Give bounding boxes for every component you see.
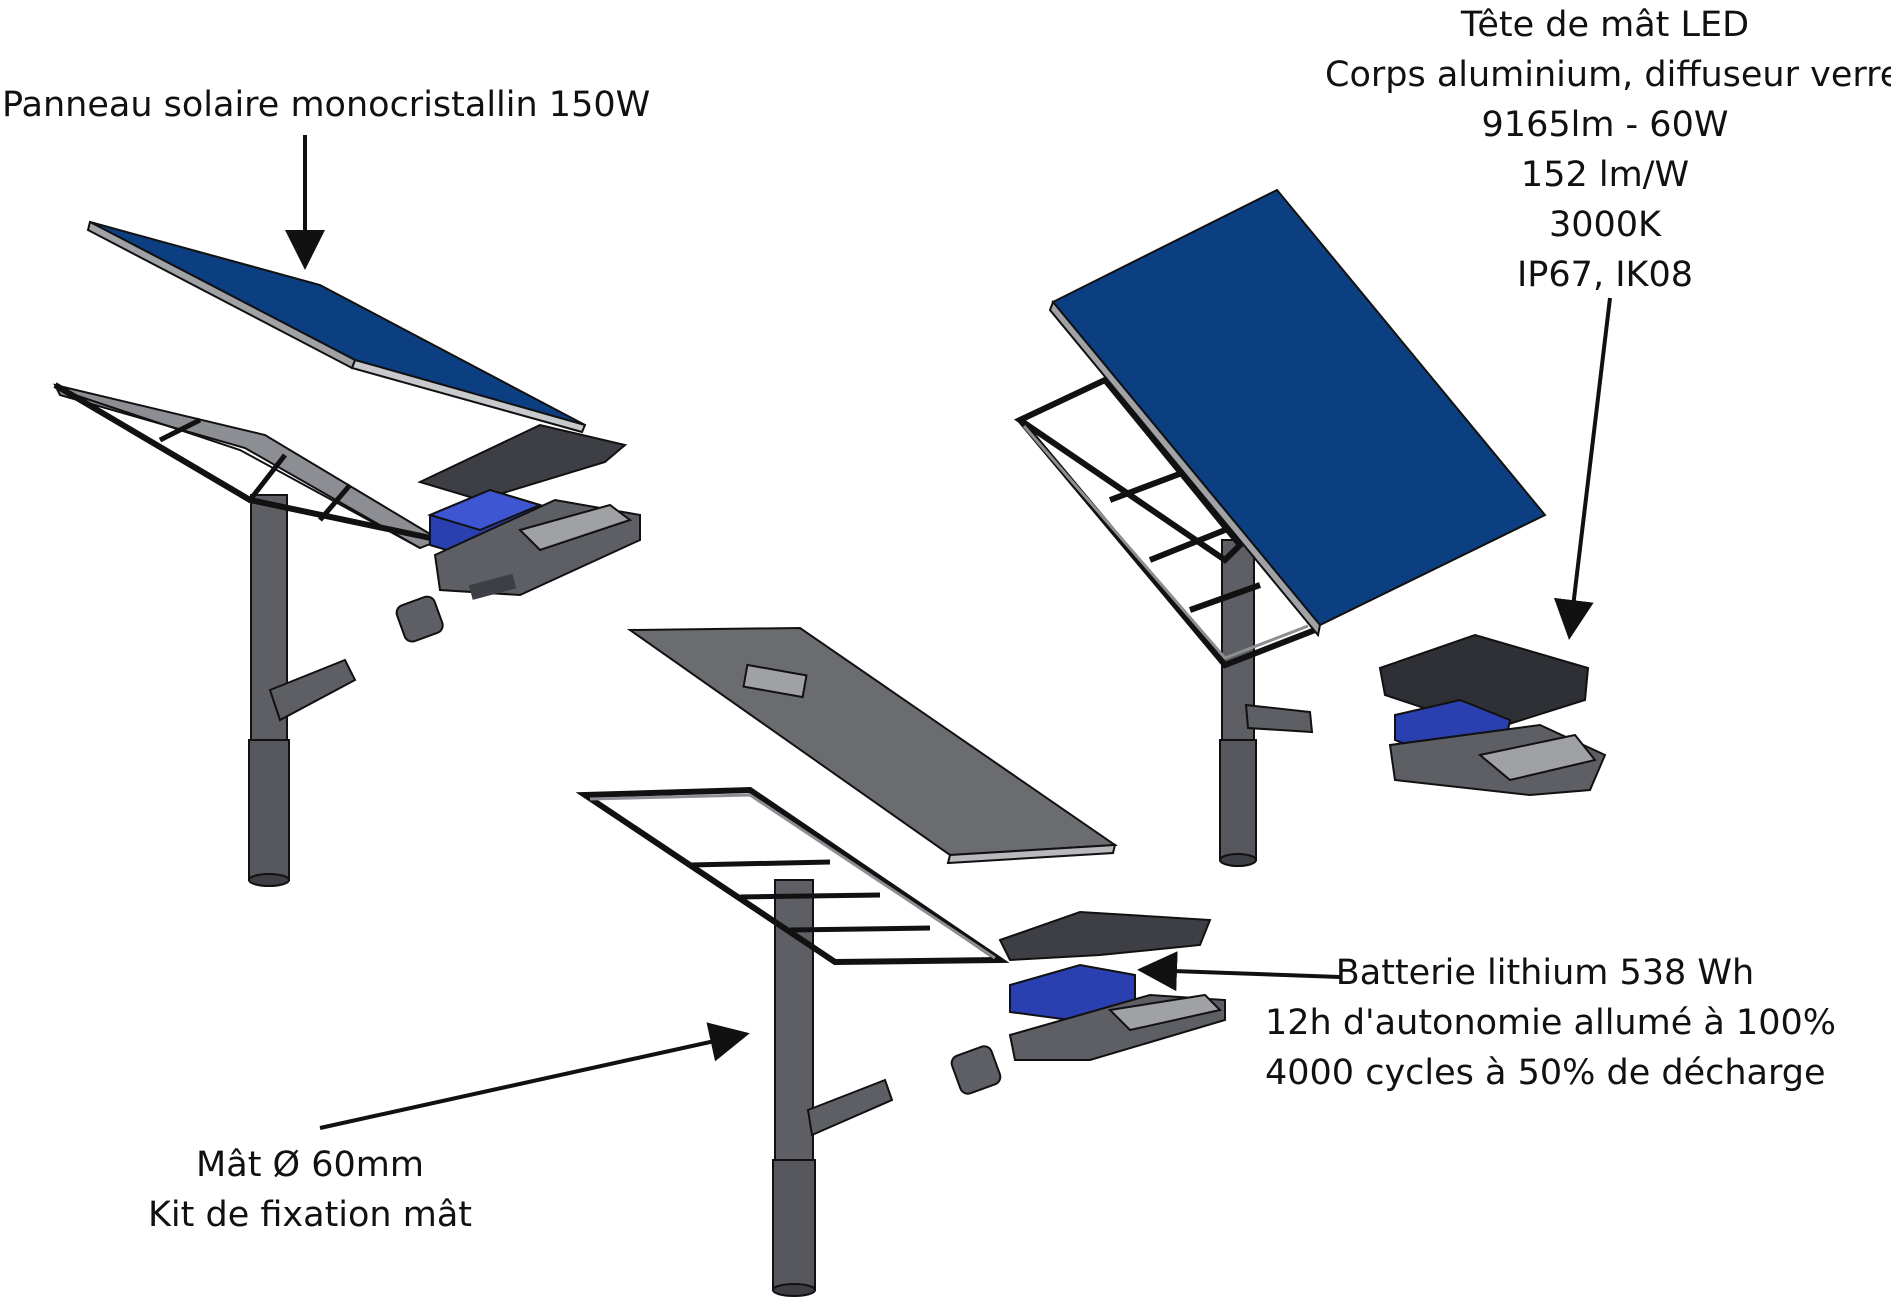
label-line: IP67, IK08	[1516, 255, 1694, 295]
arrow-battery	[1137, 951, 1341, 992]
label-line: 9165lm - 60W	[1481, 105, 1729, 145]
center-streetlight-assembly	[575, 626, 1226, 1297]
label-line: Mât Ø 60mm	[196, 1145, 424, 1185]
left-panel-frame	[53, 382, 443, 550]
label-line: 3000K	[1548, 205, 1662, 245]
left-head-cover	[417, 423, 628, 502]
callout-arrows	[285, 135, 1612, 1130]
label-line: 152 lm/W	[1520, 155, 1690, 195]
center-solar-panel-back	[626, 626, 1118, 865]
center-panel-frame	[575, 786, 1010, 966]
center-lamp-body	[1008, 993, 1226, 1061]
label-line: Corps aluminium, diffuseur verre	[1325, 55, 1891, 95]
right-solar-panel	[1048, 188, 1547, 638]
label-led-head: Tête de mât LED Corps aluminium, diffuse…	[1325, 0, 1891, 300]
left-solar-panel	[86, 220, 587, 434]
right-arm	[1244, 703, 1314, 734]
arrow-mast	[319, 1022, 750, 1130]
label-line: Panneau solaire monocristallin 150W	[2, 85, 651, 125]
center-head-cover	[998, 910, 1212, 962]
label-line: Batterie lithium 538 Wh	[1335, 953, 1755, 993]
label-line: Tête de mât LED	[1460, 5, 1750, 45]
label-line: 4000 cycles à 50% de décharge	[1265, 1053, 1826, 1093]
right-panel-frame	[1013, 376, 1317, 669]
label-solar-panel: Panneau solaire monocristallin 150W	[2, 80, 650, 130]
left-arm	[268, 658, 357, 722]
arrow-led-head	[1553, 297, 1612, 640]
label-line: 12h d'autonomie allumé à 100%	[1265, 1003, 1836, 1043]
left-lamp-body	[433, 498, 641, 600]
left-streetlight-assembly	[53, 220, 641, 887]
label-battery: Batterie lithium 538 Wh 12h d'autonomie …	[1265, 948, 1836, 1098]
right-streetlight-assembly	[1013, 188, 1607, 867]
right-lamp-body	[1388, 723, 1607, 797]
label-line: Kit de fixation mât	[147, 1195, 473, 1235]
center-arm	[806, 1078, 894, 1137]
label-mast: Mât Ø 60mm Kit de fixation mât	[140, 1140, 480, 1240]
